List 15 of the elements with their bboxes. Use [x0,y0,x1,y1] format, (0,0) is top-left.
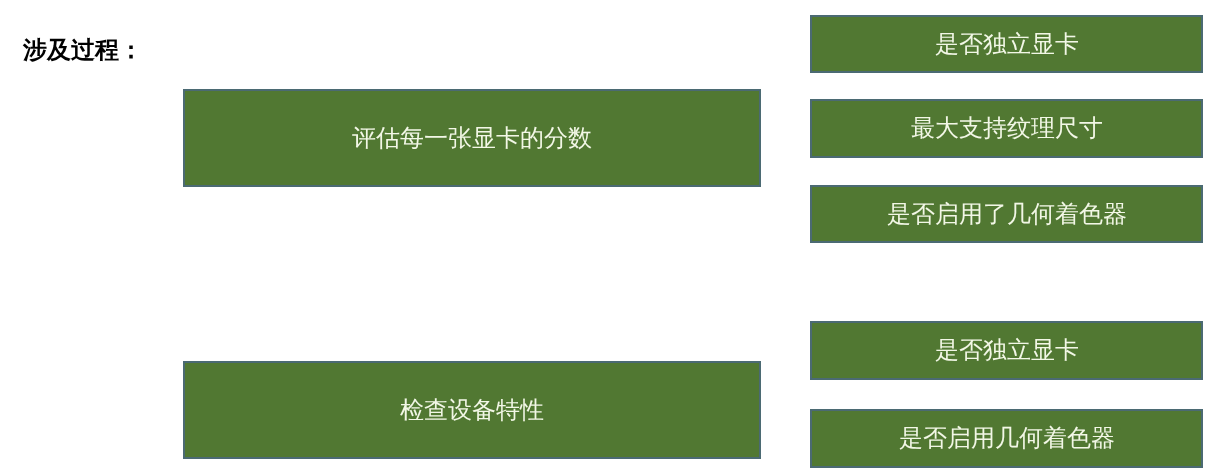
process-box [183,89,761,187]
box-label: 评估每一张显卡的分数 [352,123,592,153]
box-label: 是否独立显卡 [934,336,1079,365]
process-box [183,361,761,459]
box-label: 是否独立显卡 [934,29,1079,59]
title: 涉及过程： [23,36,143,65]
box-label: 是否启用了几何着色器 [886,199,1127,229]
box-label: 检查设备特性 [400,395,544,425]
box-label: 是否启用几何着色器 [898,424,1115,453]
box-label: 最大支持纹理尺寸 [910,114,1103,143]
process-box [810,321,1203,380]
process-box [810,185,1203,243]
process-box [810,99,1203,158]
process-box [810,409,1203,468]
process-box [810,15,1203,73]
